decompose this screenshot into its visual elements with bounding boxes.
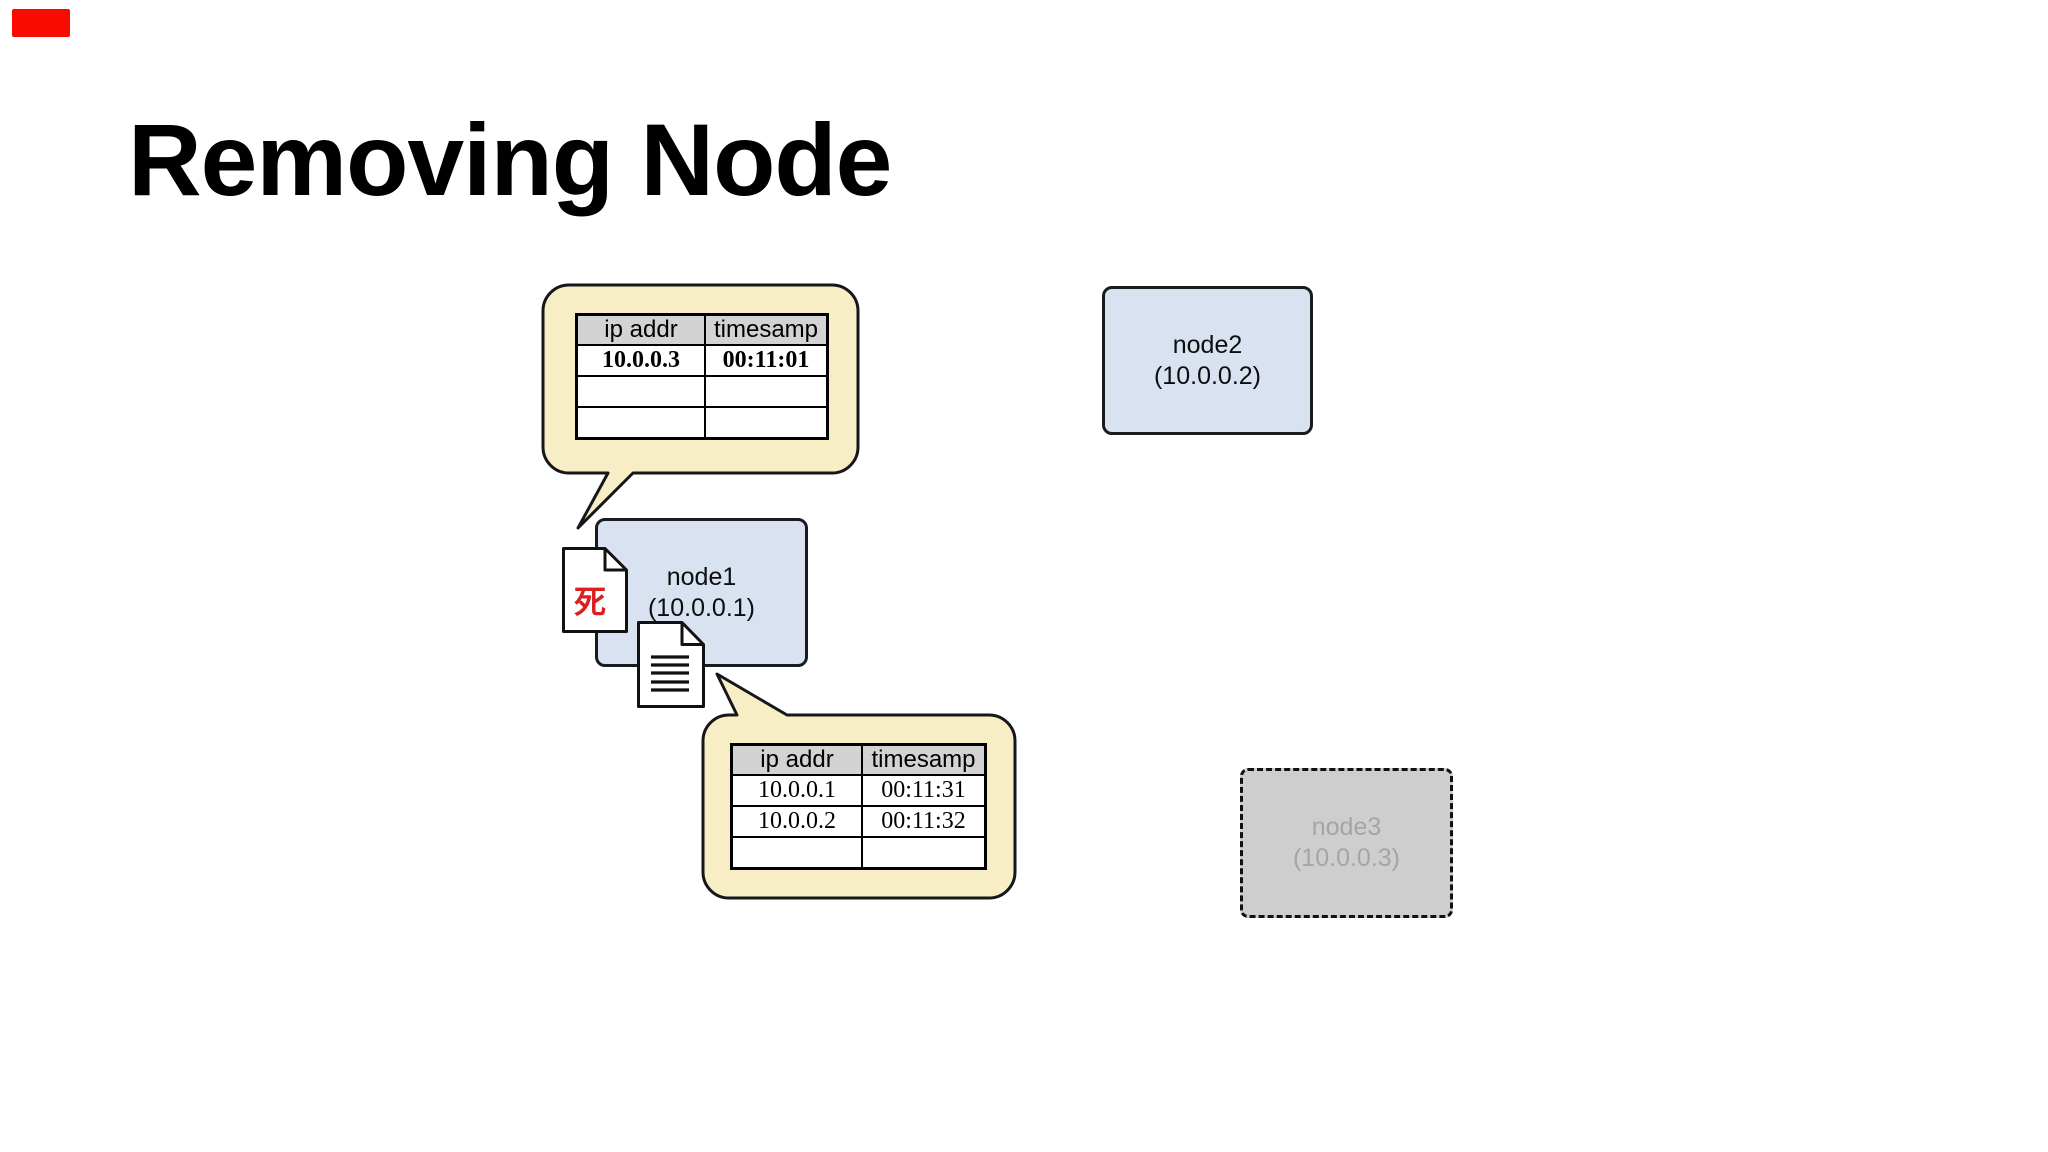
table-cell bbox=[575, 375, 706, 408]
page-title: Removing Node bbox=[128, 103, 892, 217]
table-cell: 00:11:32 bbox=[861, 805, 987, 838]
table-cell bbox=[861, 836, 987, 870]
table-header-cell: ip addr bbox=[730, 743, 863, 776]
recording-indicator bbox=[12, 9, 70, 37]
table-header-cell: timesamp bbox=[861, 743, 987, 776]
table-cell: 10.0.0.3 bbox=[575, 344, 706, 377]
node-ip: (10.0.0.2) bbox=[1153, 361, 1261, 390]
node-ip: (10.0.0.1) bbox=[647, 593, 755, 622]
document-page-icon bbox=[562, 547, 628, 633]
table-cell bbox=[704, 406, 829, 440]
table-cell: 00:11:01 bbox=[704, 344, 829, 377]
node-ip: (10.0.0.3) bbox=[1292, 844, 1400, 872]
table-cell: 00:11:31 bbox=[861, 774, 987, 807]
table-cell: 10.0.0.2 bbox=[730, 805, 863, 838]
node-label: node1 bbox=[666, 562, 737, 591]
table-row bbox=[575, 406, 829, 440]
table-cell bbox=[575, 406, 706, 440]
table-header-cell: ip addr bbox=[575, 313, 706, 346]
table-cell bbox=[704, 375, 829, 408]
table-row bbox=[575, 375, 829, 408]
message-document-icon bbox=[636, 620, 706, 709]
table-cell: 10.0.0.1 bbox=[730, 774, 863, 807]
node-label: node3 bbox=[1311, 813, 1382, 841]
table-row bbox=[730, 836, 987, 870]
document-lines-icon bbox=[637, 621, 705, 708]
death-note-icon: 死 bbox=[561, 546, 629, 634]
death-kanji-icon: 死 bbox=[573, 583, 606, 621]
table-header-cell: timesamp bbox=[704, 313, 829, 346]
node-label: node2 bbox=[1172, 330, 1243, 359]
table-cell bbox=[730, 836, 863, 870]
node3-box-removed: node3 (10.0.0.3) bbox=[1240, 768, 1453, 918]
node2-box: node2 (10.0.0.2) bbox=[1102, 286, 1313, 435]
